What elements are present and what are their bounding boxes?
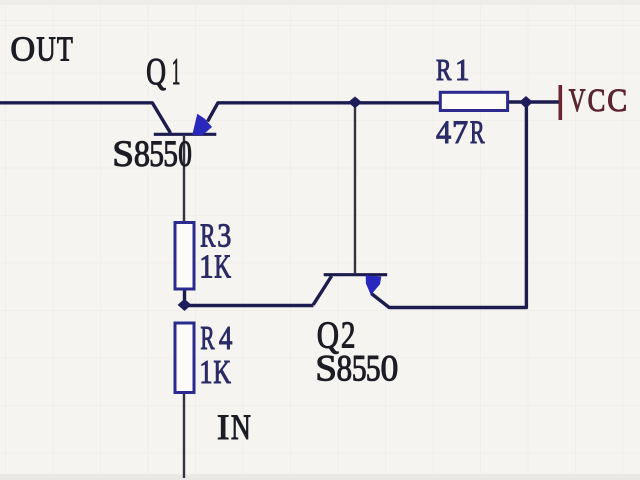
svg-text:Q: Q xyxy=(317,314,339,356)
svg-text:2: 2 xyxy=(341,314,356,356)
svg-text:5: 5 xyxy=(163,134,178,175)
svg-text:T: T xyxy=(57,30,73,69)
svg-text:1: 1 xyxy=(199,354,212,391)
svg-text:1: 1 xyxy=(199,249,213,286)
svg-text:I: I xyxy=(217,407,230,447)
svg-text:S: S xyxy=(315,348,337,389)
svg-text:N: N xyxy=(231,407,251,447)
svg-text:4: 4 xyxy=(436,115,451,151)
svg-text:5: 5 xyxy=(366,348,381,389)
svg-text:3: 3 xyxy=(217,217,231,254)
svg-text:C: C xyxy=(607,83,627,119)
svg-text:R: R xyxy=(470,115,485,151)
svg-text:U: U xyxy=(36,30,55,69)
svg-text:V: V xyxy=(569,83,586,119)
svg-text:7: 7 xyxy=(452,115,468,151)
svg-text:K: K xyxy=(213,354,231,391)
svg-text:1: 1 xyxy=(455,52,469,87)
svg-text:K: K xyxy=(214,249,231,286)
svg-text:O: O xyxy=(10,30,35,69)
svg-text:R: R xyxy=(200,320,214,357)
svg-text:8: 8 xyxy=(337,348,353,389)
svg-text:1: 1 xyxy=(172,51,181,93)
svg-text:5: 5 xyxy=(352,348,367,389)
svg-text:R: R xyxy=(200,217,216,254)
svg-text:Q: Q xyxy=(146,51,166,93)
svg-text:R: R xyxy=(436,52,452,87)
svg-text:5: 5 xyxy=(149,134,164,175)
svg-text:0: 0 xyxy=(380,348,398,389)
svg-text:C: C xyxy=(588,83,606,119)
svg-text:4: 4 xyxy=(219,320,233,357)
svg-text:8: 8 xyxy=(134,134,150,175)
svg-text:S: S xyxy=(112,134,134,175)
svg-text:0: 0 xyxy=(178,134,192,175)
